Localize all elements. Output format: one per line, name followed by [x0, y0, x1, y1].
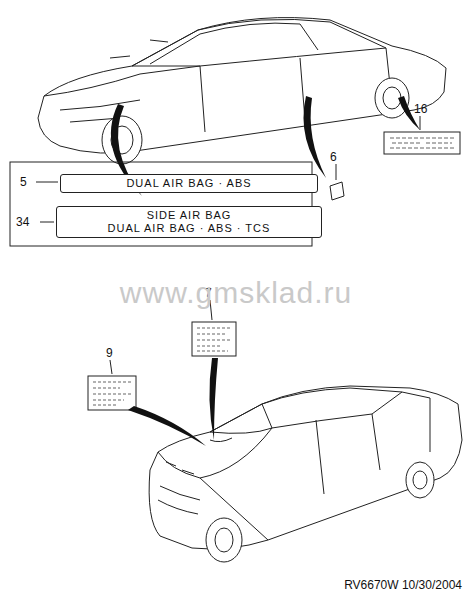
- label-strip: DUAL AIR BAG · ABS: [60, 174, 318, 193]
- label-strip: SIDE AIR BAGDUAL AIR BAG · ABS · TCS: [56, 206, 322, 238]
- tag-7: [192, 322, 236, 356]
- callout-lead: [110, 116, 420, 374]
- callout-number: 34: [16, 215, 29, 229]
- tag-9: [88, 376, 136, 410]
- tag-16: [384, 132, 460, 154]
- callout-number: 6: [330, 150, 337, 164]
- watermark: www.gmsklad.ru: [120, 276, 352, 310]
- callout-number: 5: [20, 175, 27, 189]
- strip-text: SIDE AIR BAG: [57, 209, 321, 222]
- tag-6: [330, 182, 344, 200]
- front-car: [149, 386, 462, 562]
- callout-number: 9: [106, 346, 113, 360]
- callout-number: 16: [414, 102, 427, 116]
- strip-text: DUAL AIR BAG · ABS · TCS: [57, 222, 321, 235]
- drawing-code: RV6670W 10/30/2004: [344, 578, 462, 592]
- strip-text: DUAL AIR BAG · ABS: [61, 177, 317, 190]
- leader-swooshes-front: [128, 358, 218, 446]
- callout-lead: [36, 182, 58, 222]
